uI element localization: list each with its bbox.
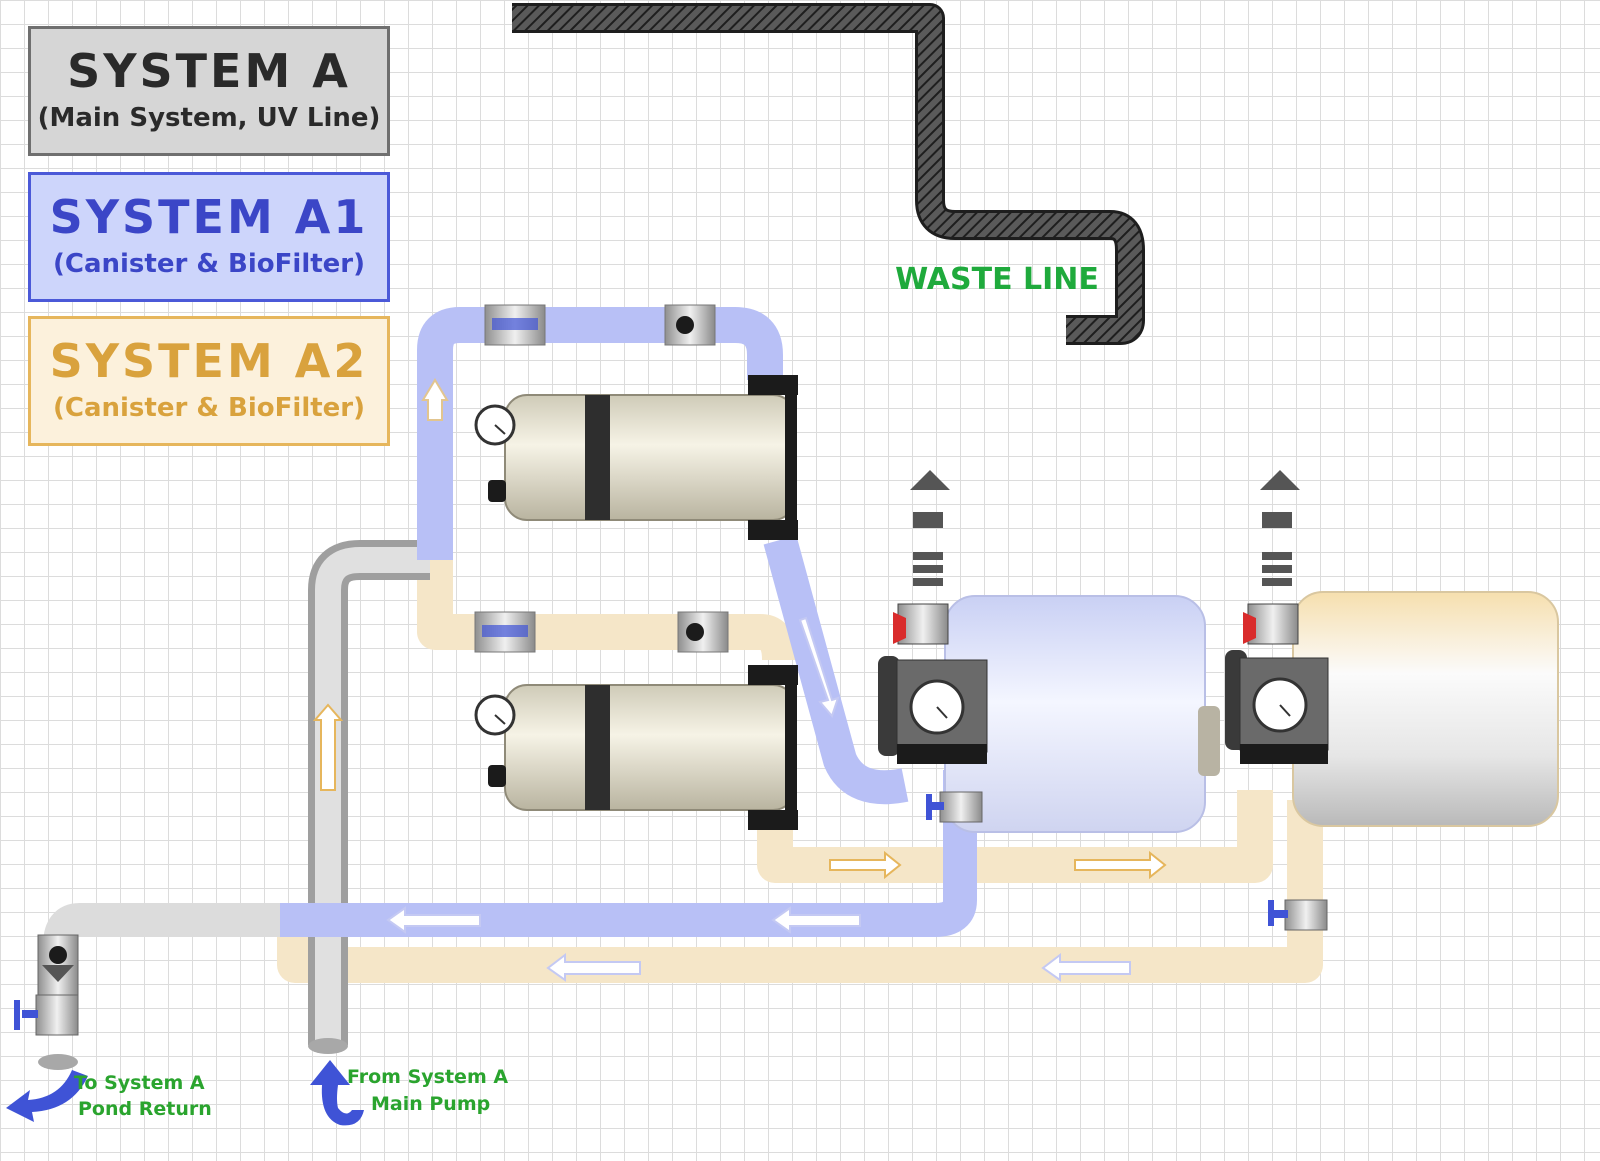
inlet-label-line1: From System A (347, 1066, 508, 1088)
uv-clarifier-a2 (1292, 591, 1559, 827)
legend-system-a-subtitle: (Main System, UV Line) (37, 103, 381, 134)
flow-arrows (312, 378, 1167, 982)
return-arrow-icon (6, 1070, 88, 1122)
legend-system-a2-title: SYSTEM A2 (49, 334, 369, 388)
pressure-gauge-icon (474, 694, 516, 736)
waste-line-pipe (512, 3, 1145, 345)
system-a1-pipes (280, 307, 977, 937)
legend-system-a-title: SYSTEM A (67, 44, 351, 98)
system-a2-pipes (277, 560, 1323, 983)
multiport-valve-a1 (878, 470, 988, 764)
ball-valve-icon (14, 994, 79, 1036)
waste-line-label: WASTE LINE (895, 262, 1099, 297)
ball-valve-icon (926, 791, 983, 823)
canister-a2 (474, 665, 798, 830)
multiport-valve-a2 (1225, 470, 1329, 764)
legend-system-a: SYSTEM A (Main System, UV Line) (28, 26, 390, 156)
inlet-label-line2: Main Pump (371, 1093, 490, 1115)
inlet-arrow-icon (308, 1038, 364, 1126)
ball-valves (14, 791, 1328, 1036)
legend-system-a2: SYSTEM A2 (Canister & BioFilter) (28, 316, 390, 446)
legend-system-a1-subtitle: (Canister & BioFilter) (52, 249, 365, 280)
legend-system-a2-subtitle: (Canister & BioFilter) (52, 393, 365, 424)
return-label-line1: To System A (74, 1072, 205, 1094)
uv-clarifier-a1 (944, 595, 1220, 833)
canister-a1 (474, 375, 798, 540)
inline-fittings (474, 304, 729, 653)
legend-system-a1-title: SYSTEM A1 (49, 190, 369, 244)
ball-valve-icon (1268, 899, 1328, 931)
return-label-line2: Pond Return (78, 1098, 212, 1120)
return-check-valve (37, 934, 79, 1070)
legend-system-a1: SYSTEM A1 (Canister & BioFilter) (28, 172, 390, 302)
pressure-gauge-icon (474, 404, 516, 446)
